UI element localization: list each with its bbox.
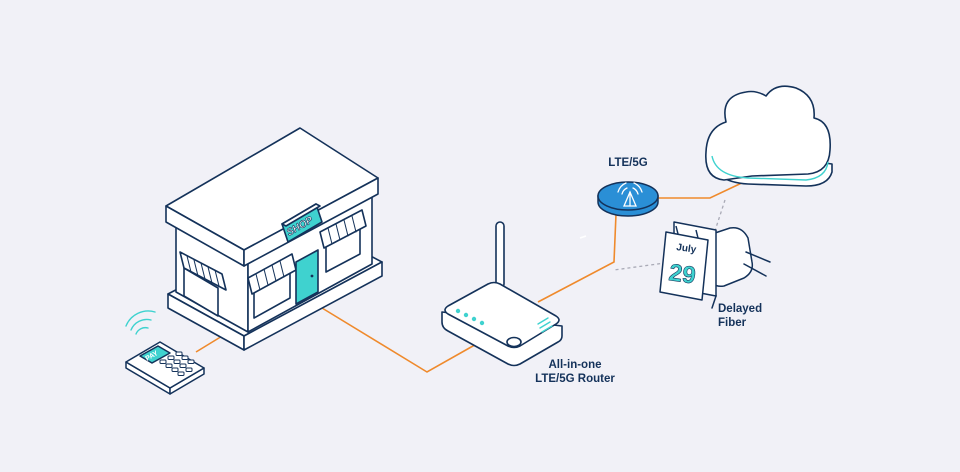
shop-awning-right-2 <box>319 209 367 249</box>
wifi-waves-icon <box>125 310 156 335</box>
router-body-top <box>444 281 560 349</box>
router-label-line1: All-in-one <box>548 359 602 371</box>
calendar-icon: July 29 <box>659 221 717 301</box>
router-vents <box>537 317 553 333</box>
router-label: All-in-one LTE/5G Router <box>520 358 630 386</box>
shop-awning-left-stripes <box>186 255 220 287</box>
shop-awning-right-1-stripes <box>255 260 285 291</box>
router-icon <box>441 221 563 367</box>
shop-window-left <box>183 267 219 317</box>
fiber-label: Delayed Fiber <box>718 302 788 330</box>
dashed-link-fiber-router <box>613 261 673 271</box>
payment-terminal-icon: PAY <box>125 341 205 395</box>
shop-icon: SHOP <box>165 127 383 351</box>
terminal-screen <box>139 345 171 364</box>
shop-door <box>295 249 319 305</box>
lte-node-label: LTE/5G <box>598 156 658 170</box>
cloud-icon <box>705 85 833 187</box>
calendar-month: July <box>676 242 698 256</box>
shop-base-right <box>243 261 383 351</box>
router-antenna <box>495 221 505 289</box>
terminal-keypad <box>159 351 195 376</box>
shop-awning-right-2-stripes <box>327 215 357 245</box>
node-dash-marker <box>579 235 587 239</box>
lte-node-label-text: LTE/5G <box>608 157 648 169</box>
antenna-icon <box>617 182 643 207</box>
fiber-label-line2: Fiber <box>718 317 747 329</box>
calendar-front-page <box>659 231 709 301</box>
router-leds <box>455 308 485 326</box>
link-shop-router <box>321 307 481 373</box>
dashed-fiber-links <box>613 199 726 271</box>
cloud-highlight <box>711 155 829 181</box>
wireless-node-icon <box>597 181 659 217</box>
router-button <box>506 336 522 348</box>
fiber-label-line1: Delayed <box>718 303 763 315</box>
shop-door-knob <box>310 274 314 278</box>
link-router-node <box>537 213 617 303</box>
router-label-line2: LTE/5G Router <box>535 373 615 385</box>
cloud-body <box>705 85 831 181</box>
calendar-day: 29 <box>667 259 697 289</box>
shop-sign-top <box>281 203 321 227</box>
dashed-link-cloud-fiber <box>711 199 726 241</box>
